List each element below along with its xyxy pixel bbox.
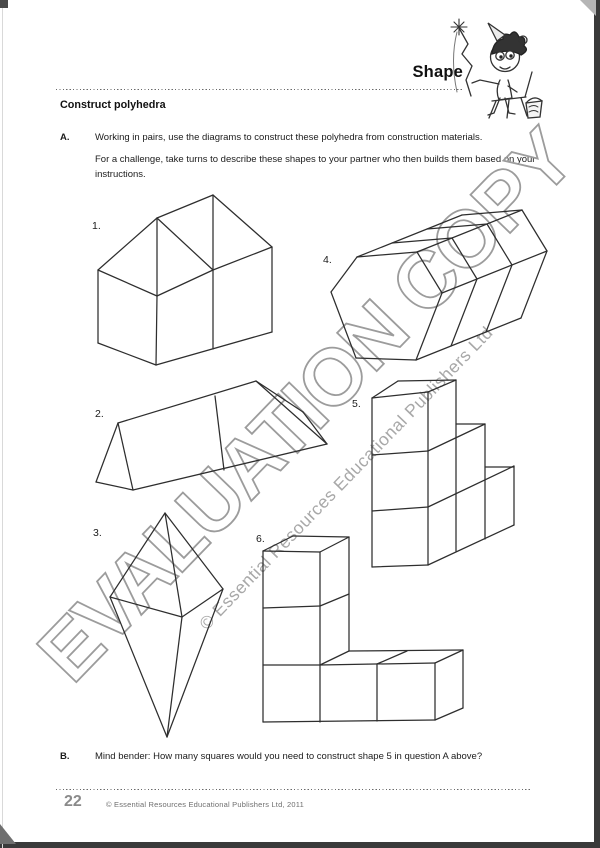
scan-edge-left bbox=[2, 0, 3, 848]
wand-icon bbox=[458, 27, 473, 97]
character-torso bbox=[496, 79, 513, 101]
character-legs bbox=[487, 97, 516, 116]
shape-diagram-hexagonal-prism bbox=[330, 209, 548, 361]
bucket-icon bbox=[525, 100, 543, 119]
page-number: 22 bbox=[64, 793, 82, 810]
character-mouth bbox=[499, 66, 511, 70]
question-a: A. Working in pairs, use the diagrams to… bbox=[60, 130, 557, 189]
scan-corner-bottom-left bbox=[0, 824, 16, 844]
wand-swoosh-line bbox=[453, 31, 458, 93]
question-b-text: Mind bender: How many squares would you … bbox=[95, 751, 483, 762]
character-arm-right bbox=[507, 85, 518, 93]
header-dotted-divider bbox=[56, 89, 463, 91]
shape-number-label: 6. bbox=[256, 533, 265, 545]
shape-number-label: 5. bbox=[352, 398, 361, 410]
character-hair bbox=[491, 31, 528, 56]
wizard-illustration bbox=[450, 18, 543, 119]
shape-number-label: 1. bbox=[92, 220, 101, 232]
scan-edge-right bbox=[594, 0, 600, 848]
scan-corner-top-right bbox=[580, 0, 596, 16]
scan-corner-top-left bbox=[0, 0, 8, 8]
question-a-line2: For a challenge, take turns to describe … bbox=[95, 154, 536, 180]
footer-copyright: © Essential Resources Educational Publis… bbox=[106, 800, 304, 809]
footer-dotted-divider bbox=[56, 789, 531, 791]
watermark-main: EVALUATION COPY bbox=[21, 112, 591, 698]
shape-number-label: 4. bbox=[323, 254, 332, 266]
shape-diagram-double-house-prism bbox=[97, 194, 273, 366]
shape-diagram-cube-l-shape bbox=[262, 535, 464, 723]
question-b-label: B. bbox=[60, 751, 70, 762]
hair-curl bbox=[518, 35, 528, 45]
question-b: B. Mind bender: How many squares would y… bbox=[60, 749, 557, 771]
pupil-left bbox=[499, 55, 503, 59]
section-title: Construct polyhedra bbox=[60, 99, 166, 111]
page-title: Shape bbox=[412, 63, 463, 81]
sparkle-star-icon bbox=[450, 18, 468, 36]
watermark-copyright: © Essential Resources Educational Publis… bbox=[195, 322, 497, 633]
shape-diagram-triangular-prism bbox=[95, 380, 328, 491]
shape-diagram-cube-staircase bbox=[371, 379, 515, 568]
question-a-line1: Working in pairs, use the diagrams to co… bbox=[95, 132, 483, 143]
shape-number-label: 3. bbox=[93, 527, 102, 539]
question-a-label: A. bbox=[60, 132, 70, 143]
shape-diagram-kite-bipyramid bbox=[109, 512, 224, 738]
character-arm-left bbox=[471, 79, 500, 85]
party-hat-icon bbox=[487, 22, 507, 42]
bucket-handle bbox=[525, 97, 543, 104]
bucket-contents bbox=[528, 105, 539, 113]
pupil-right bbox=[509, 54, 513, 58]
scan-edge-bottom bbox=[0, 842, 600, 848]
shape-number-label: 2. bbox=[95, 408, 104, 420]
